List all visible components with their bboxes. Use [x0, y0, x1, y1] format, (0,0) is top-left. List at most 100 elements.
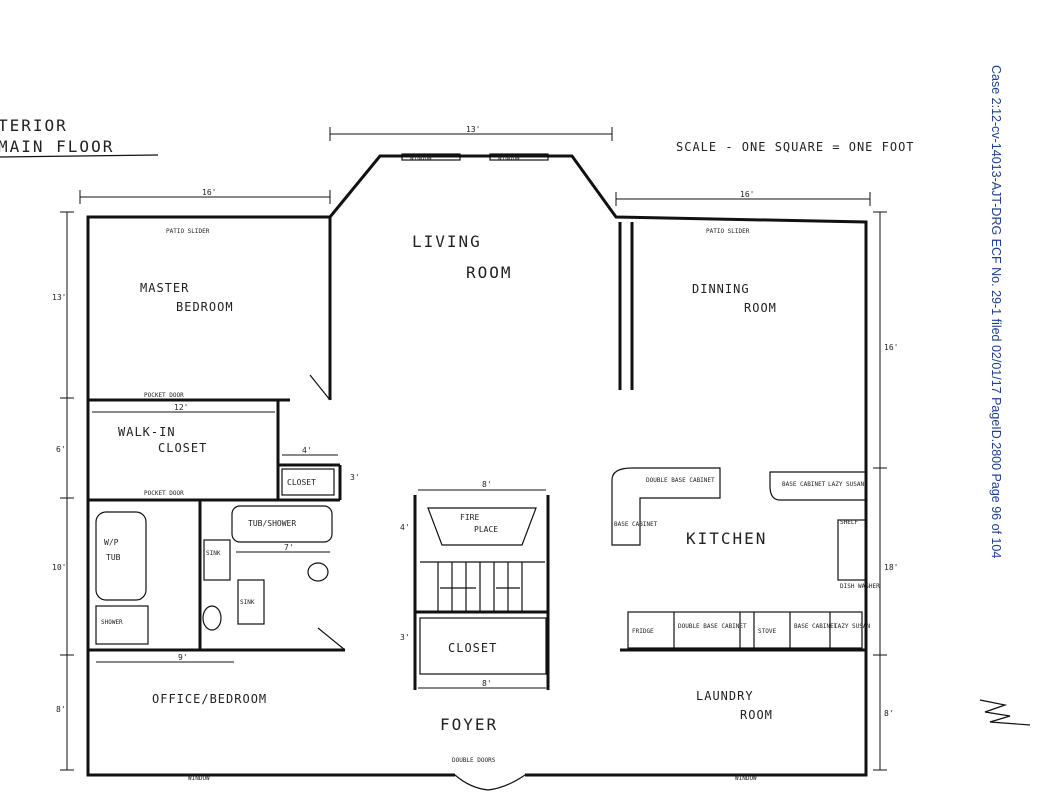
- room-office: OFFICE/BEDROOM: [152, 692, 267, 706]
- svg-text:WINDOW: WINDOW: [410, 155, 432, 162]
- kitchen-counter-right: [769, 471, 867, 501]
- dimension-closet-width: 4': [282, 446, 338, 456]
- dimension-walkin-width: 12': [92, 403, 275, 413]
- svg-text:LAZY SUSAN: LAZY SUSAN: [828, 481, 865, 488]
- svg-text:DOUBLE BASE CABINET: DOUBLE BASE CABINET: [678, 623, 747, 630]
- dimension-closet-side: 3': [400, 633, 410, 642]
- kitchen-counter-bottom: [627, 611, 863, 649]
- svg-text:SINK: SINK: [206, 550, 221, 557]
- svg-text:SINK: SINK: [240, 599, 255, 606]
- patio-slider-master: PATIO SLIDER: [166, 228, 210, 235]
- dimension-master-width: 16': [79, 188, 331, 204]
- room-laundry-line2: ROOM: [740, 708, 773, 722]
- foyer-closet-box: [419, 617, 547, 675]
- svg-text:BASE CABINET: BASE CABINET: [614, 521, 658, 528]
- svg-text:8': 8': [482, 480, 492, 489]
- svg-text:8': 8': [884, 709, 894, 718]
- window-office: WINDOW: [188, 775, 210, 782]
- dimension-stair-top: 8': [418, 480, 546, 491]
- svg-text:4': 4': [302, 446, 312, 455]
- scale-note: SCALE - ONE SQUARE = ONE FOOT: [676, 140, 915, 154]
- fireplace: [427, 507, 537, 546]
- room-master-line2: BEDROOM: [176, 300, 234, 314]
- svg-text:9': 9': [178, 653, 188, 662]
- svg-text:16': 16': [202, 188, 216, 197]
- svg-text:8': 8': [482, 679, 492, 688]
- toilet-1: [202, 605, 222, 631]
- window-bay-left: [401, 153, 461, 161]
- svg-text:FIRE: FIRE: [460, 513, 479, 522]
- svg-text:12': 12': [174, 403, 188, 412]
- window-laundry: WINDOW: [735, 775, 757, 782]
- kitchen-counter-left: [611, 467, 721, 546]
- svg-text:WINDOW: WINDOW: [498, 155, 520, 162]
- room-master-line1: MASTER: [140, 281, 189, 295]
- dimension-dining-width: 16': [615, 190, 871, 206]
- kitchen-sink-right: [837, 519, 867, 581]
- room-kitchen: KITCHEN: [686, 529, 767, 548]
- exterior-walls: [86, 154, 868, 777]
- bath-sink-2: [237, 579, 265, 625]
- room-dining-line2: ROOM: [744, 301, 777, 315]
- dimension-office-width: 9': [96, 653, 234, 663]
- svg-text:LAZY SUSAN: LAZY SUSAN: [834, 623, 871, 630]
- dimension-stair-side: 4': [400, 523, 410, 532]
- room-closet-small: CLOSET: [287, 478, 316, 487]
- whirlpool-tub: [95, 511, 147, 601]
- svg-text:16': 16': [884, 343, 898, 352]
- svg-text:18': 18': [884, 563, 898, 572]
- staircase: [420, 561, 545, 612]
- svg-text:13': 13': [52, 293, 66, 302]
- dimension-right-column: 16' 18' 8': [873, 211, 898, 771]
- svg-text:BASE CABINET: BASE CABINET: [782, 481, 826, 488]
- room-walkin-line2: CLOSET: [158, 441, 207, 455]
- title-underline: [0, 154, 159, 158]
- dimension-living-width: 13': [329, 125, 613, 141]
- toilet-2: [307, 562, 329, 582]
- window-bay-right: [489, 153, 549, 161]
- dimension-bath-width: 7': [236, 543, 330, 553]
- pocket-door-label-1: POCKET DOOR: [144, 392, 184, 399]
- svg-text:DOUBLE BASE CABINET: DOUBLE BASE CABINET: [646, 477, 715, 484]
- dimension-closet-depth: 3': [350, 473, 360, 482]
- svg-text:SHELF: SHELF: [840, 519, 858, 526]
- double-doors-label: DOUBLE DOORS: [452, 757, 496, 764]
- svg-text:TUB: TUB: [106, 553, 121, 562]
- svg-text:6': 6': [56, 445, 66, 454]
- room-laundry-line1: LAUNDRY: [696, 689, 754, 703]
- room-living-line1: LIVING: [412, 232, 482, 251]
- stove-label: STOVE: [758, 628, 776, 635]
- svg-text:10': 10': [52, 563, 66, 572]
- plan-title: MAIN FLOOR: [0, 137, 114, 156]
- double-doors: [454, 774, 526, 791]
- pocket-door-label-2: POCKET DOOR: [144, 490, 184, 497]
- room-closet-foyer: CLOSET: [448, 641, 497, 655]
- tub-shower: [231, 505, 333, 543]
- interior-walls: [88, 217, 866, 690]
- svg-text:SHOWER: SHOWER: [101, 619, 123, 626]
- room-living-line2: ROOM: [466, 263, 513, 282]
- svg-text:13': 13': [466, 125, 480, 134]
- court-filing-stamp: Case 2:12-cv-14013-AJT-DRG ECF No. 29-1 …: [989, 65, 1003, 558]
- title-partial: TERIOR: [0, 116, 68, 135]
- room-dining-line1: DINNING: [692, 282, 750, 296]
- svg-text:PLACE: PLACE: [474, 525, 498, 534]
- dimension-closet-bottom: 8': [418, 679, 546, 689]
- small-closet-box: [281, 468, 335, 496]
- svg-text:16': 16': [740, 190, 754, 199]
- svg-text:BASE CABINET: BASE CABINET: [794, 623, 838, 630]
- room-walkin-line1: WALK-IN: [118, 425, 176, 439]
- svg-text:W/P: W/P: [104, 538, 119, 547]
- svg-text:DISH WASHER: DISH WASHER: [840, 583, 880, 590]
- dimension-left-column: 13' 6' 10' 8': [52, 211, 74, 771]
- signature-mark: [979, 699, 1031, 726]
- filing-stamp-text: Case 2:12-cv-14013-AJT-DRG ECF No. 29-1 …: [989, 65, 1003, 558]
- fridge-label: FRIDGE: [632, 628, 654, 635]
- svg-text:TUB/SHOWER: TUB/SHOWER: [248, 519, 296, 528]
- bath-sink-1: [203, 539, 231, 581]
- shower-stall: [95, 605, 149, 645]
- svg-text:8': 8': [56, 705, 66, 714]
- svg-text:7': 7': [284, 543, 294, 552]
- patio-slider-dining: PATIO SLIDER: [706, 228, 750, 235]
